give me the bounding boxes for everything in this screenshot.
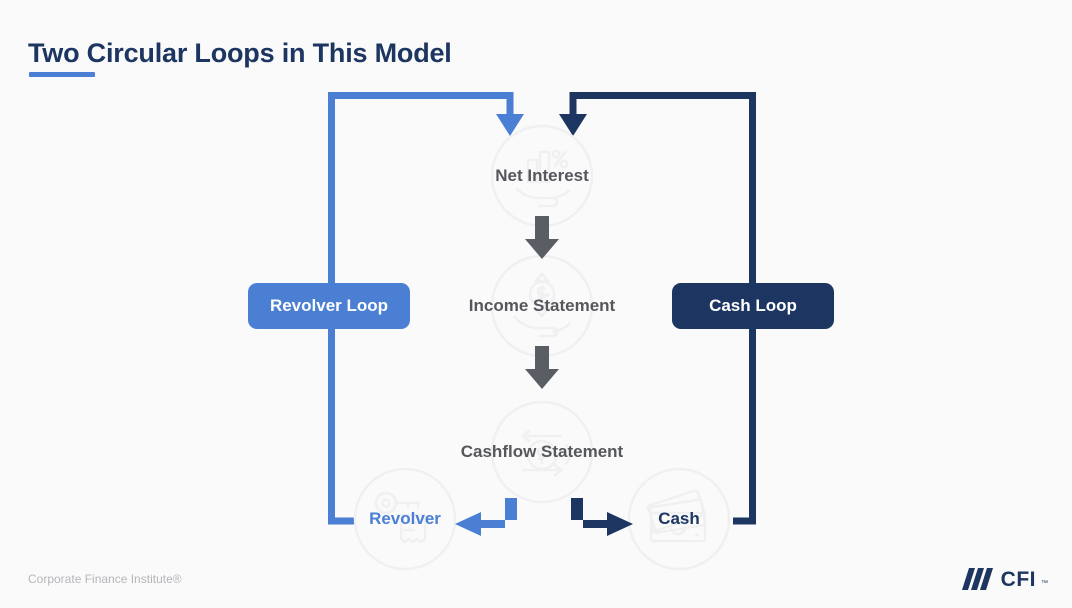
flow-node-revolver: Revolver	[353, 467, 457, 571]
flow-node-label: Income Statement	[468, 296, 616, 315]
cashflow-circular-arrows-icon	[490, 400, 594, 504]
page-title: Two Circular Loops in This Model	[28, 38, 452, 68]
flow-node-net-interest: Net Interest	[392, 124, 692, 228]
flow-node-label: Cash	[658, 509, 700, 528]
cfi-logo-text: CFI	[1000, 568, 1036, 591]
arrow-income-to-cashflow-icon	[525, 346, 559, 389]
revolver-loop-path	[328, 92, 524, 525]
revolver-loop-pill[interactable]: Revolver Loop	[248, 283, 410, 329]
revolver-loop-label: Revolver Loop	[269, 296, 389, 315]
cash-loop-pill[interactable]: Cash Loop	[672, 283, 834, 329]
banknotes-icon	[627, 467, 731, 571]
flow-node-cashflow-statement: Cashflow Statement	[392, 400, 692, 504]
flow-node-cash: Cash	[627, 467, 731, 571]
cash-loop-path	[559, 92, 756, 525]
footer-copyright: Corporate Finance Institute®	[28, 572, 182, 586]
arrow-cashflow-to-cash-icon	[571, 498, 633, 536]
flow-node-label: Net Interest	[495, 166, 589, 185]
cfi-logo-mark-icon	[961, 568, 993, 590]
cfi-logo: CFI ™	[961, 568, 1048, 591]
arrow-cashflow-to-revolver-icon	[455, 498, 517, 536]
key-document-icon	[353, 467, 457, 571]
title-underline-accent	[29, 72, 95, 77]
cfi-logo-trademark: ™	[1041, 580, 1048, 587]
flow-node-label: Revolver	[369, 509, 441, 528]
cash-loop-label: Cash Loop	[709, 296, 797, 315]
flow-node-income-statement: Income Statement	[392, 254, 692, 358]
arrow-net-interest-to-income-icon	[525, 216, 559, 259]
flow-node-label: Cashflow Statement	[460, 442, 624, 461]
